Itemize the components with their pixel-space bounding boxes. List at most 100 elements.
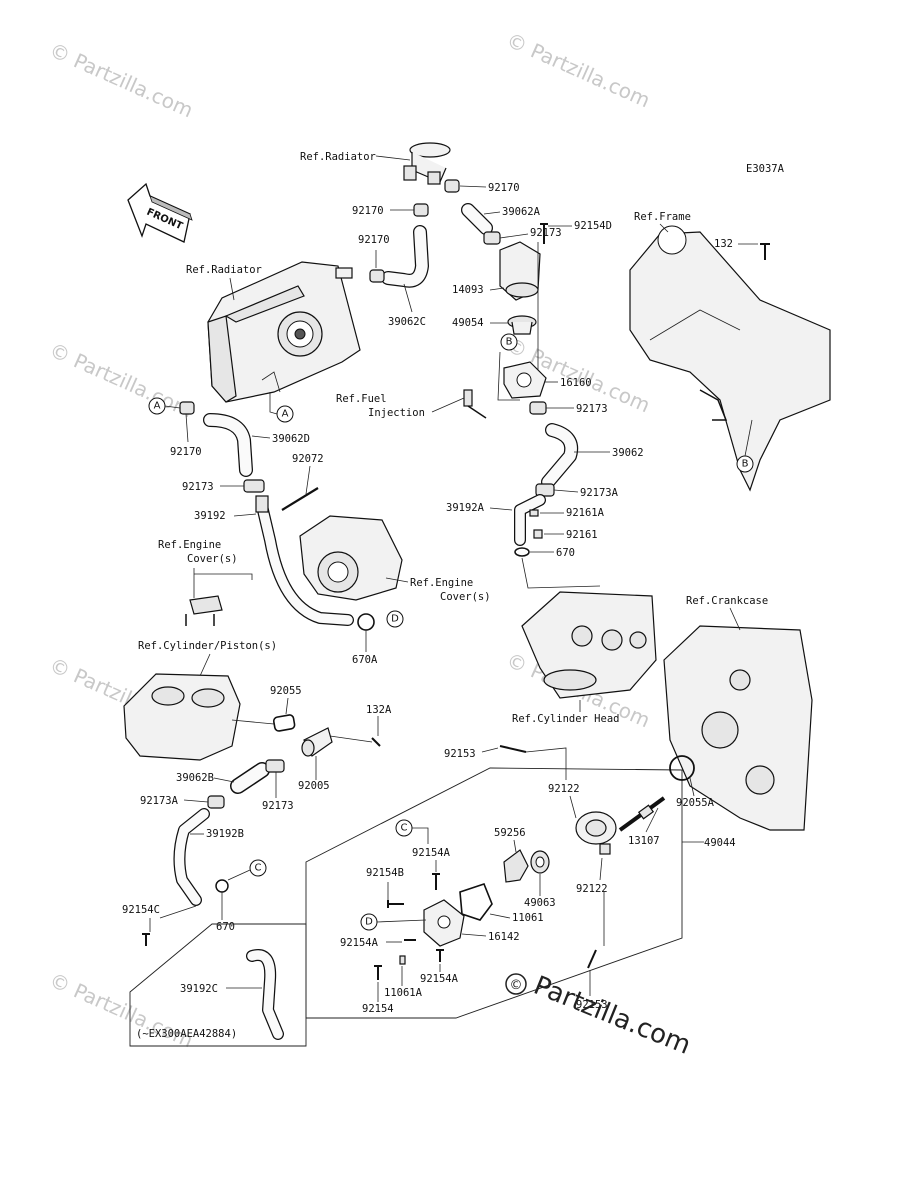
label-39062B: 39062B [176,772,214,784]
callout-B-1-label: B [506,337,513,348]
ref-serial-note: (~EX300AEA42884) [136,1028,237,1040]
label-92161A: 92161A [566,507,605,519]
cylinder-block [123,673,241,761]
label-39062A: 39062A [502,206,541,218]
label-11061: 11061 [512,912,544,924]
bolt-92154D [540,223,548,244]
seal-49063 [530,850,550,874]
pipe-39192 [255,495,354,626]
label-39192B: 39192B [206,828,244,840]
hose-39062C [381,225,429,288]
clamp-92173-a [483,231,501,245]
callout-B-2-label: B [742,459,749,470]
watermark-2: © Partzilla.com [503,28,654,113]
label-49063: 49063 [524,897,556,909]
clamp-92173-d [265,759,285,773]
callout-B-1 [500,333,518,351]
oring-670A [357,613,375,631]
hose-39062D [203,413,253,477]
label-39062D: 39062D [272,433,310,445]
bolt-92154 [374,965,382,980]
label-92161: 92161 [566,529,598,541]
ref-engine-cover-l1: Ref.Engine [158,539,221,551]
label-92153-a: 92153 [444,748,476,760]
pipe-39192B [173,808,210,906]
front-arrow-icon: FRONT [127,182,193,243]
ref-radiator-left: Ref.Radiator [186,264,262,276]
bolt-92153-b [587,949,597,969]
gasket-92055 [272,714,296,732]
clamp-92170-a [444,179,460,193]
ref-fuel-line1: Ref.Fuel [336,393,387,405]
label-92173A: 92173A [580,487,619,499]
label-92122-b: 92122 [576,883,608,895]
clamp-92173-c [243,479,265,493]
radiator-cap [403,142,451,185]
label-92055A: 92055A [676,797,715,809]
label-13107: 13107 [628,835,660,847]
pump-body [575,811,617,855]
shaft-13107 [618,796,666,832]
label-92154A-2: 92154A [340,937,379,949]
oring-92055A [669,755,695,781]
callout-A-1-label: A [154,401,161,412]
pipe-39192A [514,494,546,546]
engine-cover [299,515,403,601]
label-92173A-2: 92173A [140,795,179,807]
label-670A: 670A [352,654,378,666]
oring-670-a [514,547,530,557]
frame [629,225,831,492]
dowel-11061A [399,955,406,965]
radiator-left [207,261,361,403]
impeller-59256 [503,849,529,883]
ref-engine-cover-r2: Cover(s) [440,591,491,603]
fitting-92161 [533,529,543,539]
pump-cover-16142 [423,899,465,947]
bolt-92153-a [499,745,527,753]
label-92154: 92154 [362,1003,394,1015]
crankcase [663,625,813,831]
label-92153-b: 92153 [576,999,608,1011]
water-pump-box [305,767,683,1019]
label-16142: 16142 [488,931,520,943]
partzilla-logo: © Partzilla.com [505,971,695,1061]
label-39062C: 39062C [388,316,426,328]
clamp-92170-d [179,401,195,415]
callout-C-1-label: C [255,863,262,874]
clamp-92170-c [369,269,385,283]
label-92154A-3: 92154A [420,973,459,985]
label-670-a: 670 [556,547,575,559]
partzilla-logo-text: Partzilla.com [529,971,694,1061]
label-39192: 39192 [194,510,226,522]
label-92173-d: 92173 [262,800,294,812]
bolt-92072 [281,487,319,511]
bracket-engine-cover [185,595,223,626]
hose-39062B [230,762,270,794]
label-39062: 39062 [612,447,644,459]
watermark-1: © Partzilla.com [46,38,197,123]
label-92170-d: 92170 [170,446,202,458]
callout-A-2-label: A [282,409,289,420]
label-92154D: 92154D [574,220,612,232]
label-92122-a: 92122 [548,783,580,795]
bolt-92154B [387,900,404,908]
diagram-code: E3037A [746,163,785,175]
callout-D-2-label: D [365,917,373,928]
label-92154B: 92154B [366,867,404,879]
clamp-92173-b [529,401,547,415]
hose-39062A [461,203,493,235]
bolt-132 [760,243,770,260]
fitting-92161A [529,509,539,517]
ref-radiator-top: Ref.Radiator [300,151,376,163]
label-132A: 132A [366,704,392,716]
label-132: 132 [714,238,733,250]
housing-14093 [499,241,541,301]
ref-engine-cover-r1: Ref.Engine [410,577,473,589]
bolt-132A [371,737,381,747]
label-92154C: 92154C [122,904,160,916]
gasket-11061 [459,883,493,921]
label-39192A: 39192A [446,502,485,514]
cylinder-head [521,591,657,699]
